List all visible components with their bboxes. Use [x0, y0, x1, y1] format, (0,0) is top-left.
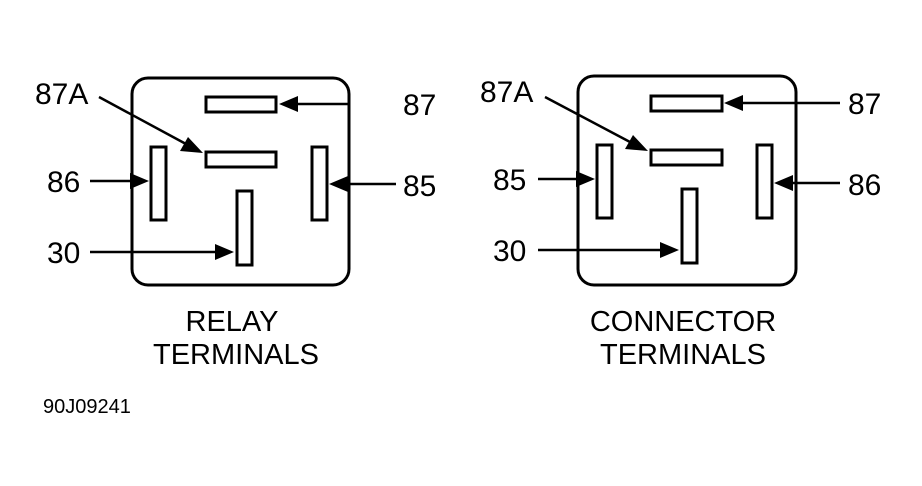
- relay-terminal-86: [149, 145, 168, 222]
- connector-terminal-87a: [649, 148, 724, 167]
- connector-86-arrow: [774, 175, 840, 191]
- relay-86-arrow: [90, 173, 149, 189]
- connector-terminal-30: [680, 187, 699, 265]
- relay-caption-line1: RELAY: [186, 306, 279, 338]
- connector-terminal-85: [595, 143, 614, 220]
- connector-85-arrow: [538, 171, 595, 187]
- relay-terminal-85: [310, 145, 329, 222]
- connector-diagram: 87A 87 85 86 30 CONNECTOR TERMINALS: [480, 74, 881, 371]
- relay-87-arrow: [279, 96, 350, 112]
- relay-terminal-87: [204, 95, 278, 114]
- figure-id: 90J09241: [43, 396, 131, 418]
- connector-caption-line2: TERMINALS: [600, 339, 766, 371]
- connector-label-87: 87: [848, 88, 881, 121]
- connector-terminal-87: [649, 94, 724, 113]
- relay-label-right: 85: [403, 170, 436, 203]
- connector-caption-line1: CONNECTOR: [590, 306, 776, 338]
- relay-85-arrow: [329, 176, 396, 192]
- connector-label-87a: 87A: [480, 76, 533, 109]
- relay-diagram: 87A 87 86 85 30 RELAY TERMINALS: [35, 76, 436, 371]
- relay-87a-arrow: [98, 95, 203, 153]
- relay-terminal-87a: [204, 150, 278, 169]
- relay-label-bottom: 30: [47, 237, 80, 270]
- relay-30-arrow: [90, 244, 234, 260]
- connector-87-arrow: [724, 95, 840, 111]
- relay-terminal-30: [235, 189, 254, 267]
- relay-label-left: 86: [47, 166, 80, 199]
- connector-87a-arrow: [544, 95, 648, 151]
- relay-label-87a: 87A: [35, 78, 88, 111]
- connector-30-arrow: [538, 242, 679, 258]
- relay-caption-line2: TERMINALS: [153, 339, 319, 371]
- connector-terminal-86: [755, 143, 774, 220]
- connector-label-left: 85: [493, 164, 526, 197]
- connector-label-bottom: 30: [493, 235, 526, 268]
- connector-label-right: 86: [848, 169, 881, 202]
- relay-label-87: 87: [403, 89, 436, 122]
